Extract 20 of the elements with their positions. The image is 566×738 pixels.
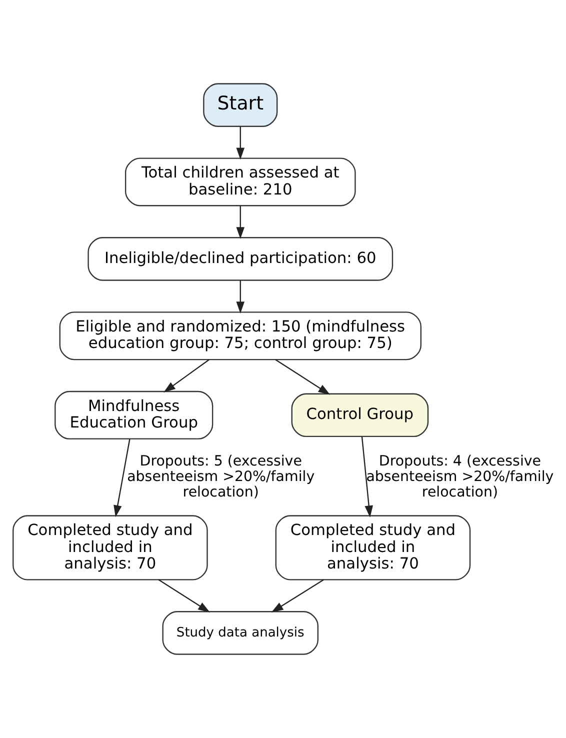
node-box: Total children assessed at baseline: 210 [124,158,356,206]
arrow [361,436,373,518]
node-box: Study data analysis [162,611,319,655]
arrow [114,438,130,518]
edge-label: Dropouts: 5 (excessive absenteeism >20%/family relocation) [127,454,315,500]
node-box: Eligible and randomized: 150 (mindfulness education group: 75; control group: 75) [59,312,422,360]
node-box: Completed study and included in analysis: 70 [275,515,471,580]
arrow [158,579,210,612]
arrow [236,206,245,239]
node-box: Completed study and included in analysis: 70 [12,515,208,580]
arrow [275,359,330,395]
arrow [164,359,210,393]
arrow [236,126,245,160]
node-box: Mindfulness Education Group [54,390,214,440]
arrow [236,280,245,314]
node-box: Start [203,83,278,127]
node-box: Ineligible/declined participation: 60 [88,237,394,281]
edge-label: Dropouts: 4 (excessive absenteeism >20%/family relocation) [366,454,554,500]
node-box: Control Group [291,393,429,438]
arrow [271,579,324,612]
